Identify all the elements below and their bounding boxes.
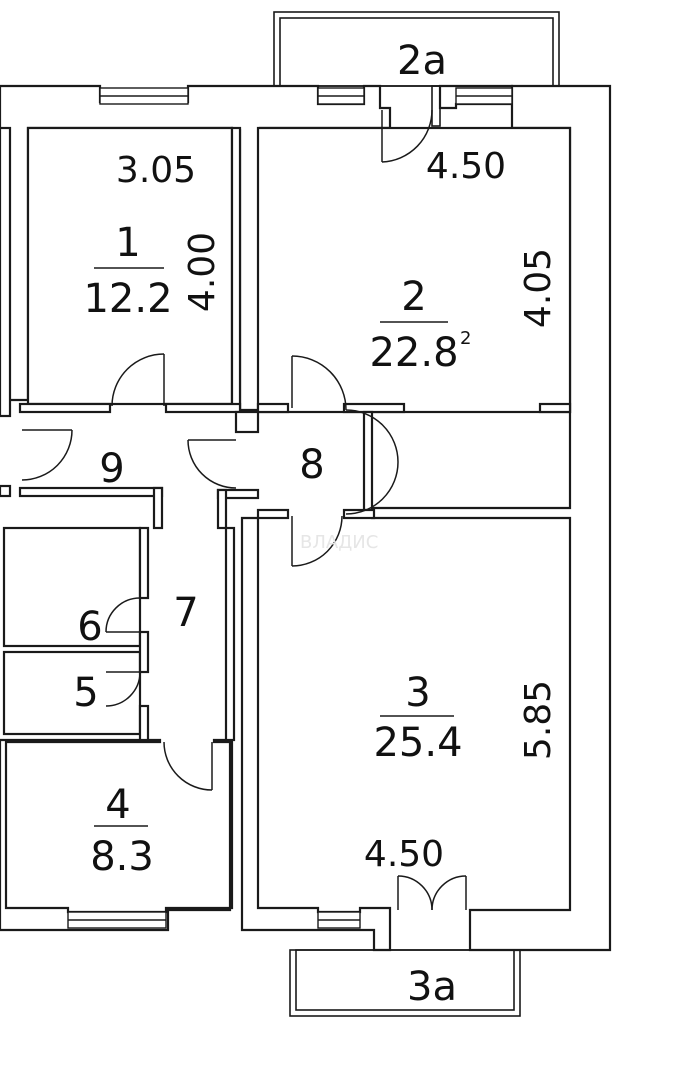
room-9-number: 9 — [99, 446, 124, 492]
room-7-number: 7 — [173, 590, 198, 636]
balcony-2a — [273, 11, 560, 87]
room-3-number: 3 — [405, 670, 430, 716]
watermark: ВЛАДИС — [300, 532, 378, 553]
room-1-depth: 4.00 — [182, 232, 223, 312]
room-labels: 1 12.2 2 22.8 2 3 25.4 4 8.3 5 6 7 8 9 2… — [73, 38, 471, 1010]
room-1-number: 1 — [115, 220, 140, 266]
room-8-number: 8 — [299, 442, 324, 488]
interior-walls — [0, 126, 572, 742]
room-2-depth: 4.05 — [518, 248, 559, 328]
room-6-number: 6 — [77, 604, 102, 650]
room-1-width: 3.05 — [116, 150, 196, 191]
balcony-3a — [289, 949, 521, 1017]
room-4-number: 4 — [105, 782, 130, 828]
room-3-depth: 5.85 — [518, 680, 559, 760]
room-2-area: 22.8 — [369, 330, 458, 376]
dimension-labels: 3.05 4.00 4.50 4.05 4.50 5.85 — [116, 146, 559, 875]
room-2-number: 2 — [401, 274, 426, 320]
room-4-area: 8.3 — [90, 834, 154, 880]
balcony-3a-label: 3a — [407, 964, 457, 1010]
doors — [21, 85, 467, 911]
room-2-width: 4.50 — [426, 146, 506, 187]
room-3-width: 4.50 — [364, 834, 444, 875]
room-1-area: 12.2 — [83, 276, 172, 322]
room-3-area: 25.4 — [373, 720, 462, 766]
room-2-area-superscript: 2 — [460, 328, 471, 349]
room-5-number: 5 — [73, 670, 98, 716]
balcony-2a-label: 2a — [397, 38, 447, 84]
windows — [67, 87, 513, 929]
